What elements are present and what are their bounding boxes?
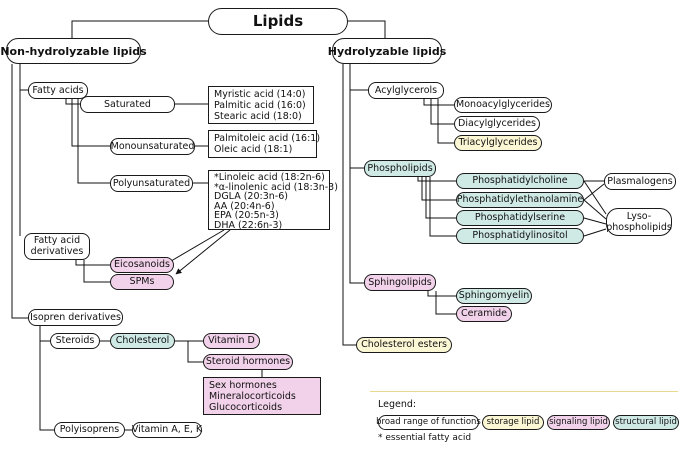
saturated-node: Saturated	[80, 96, 175, 113]
triacylglycerides-node: Triacylglycerides	[454, 135, 542, 151]
phosphatidylcholine-node: Phosphatidylcholine	[456, 173, 584, 189]
cholesterol-node: Cholesterol	[110, 333, 175, 349]
phosphatidylethanolamine-node: Phosphatidylethanolamine	[456, 192, 584, 208]
legend-footnote: * essential fatty acid	[378, 433, 472, 443]
polyunsaturated-item: EPA (20:5n-3)	[214, 210, 279, 221]
phosphatidylinositol-node: Phosphatidylinositol	[456, 228, 584, 244]
diacylglycerides-node: Diacylglycerides	[454, 116, 540, 132]
monounsaturated-fatty-acid-list: Palmitoleic acid (16:1) Oleic acid (18:1…	[208, 130, 321, 158]
lysophospholipids-label: phospholipids	[606, 221, 672, 233]
monounsaturated-item: Palmitoleic acid (16:1)	[214, 133, 321, 144]
steroid-hormone-item: Glucocorticoids	[209, 402, 283, 414]
hydrolyzable-lipids-node: Hydrolyzable lipids	[328, 38, 446, 64]
legend-title: Legend:	[378, 399, 417, 410]
fatty-acids-node: Fatty acids	[28, 82, 88, 99]
monounsaturated-node: Monounsaturated	[110, 138, 195, 155]
cholesterol-esters-node: Cholesterol esters	[356, 337, 452, 353]
phosphatidylserine-node: Phosphatidylserine	[456, 210, 584, 226]
fatty-acid-derivatives-label: derivatives	[30, 246, 84, 257]
polyunsaturated-item: *Linoleic acid (18:2n-6)	[214, 172, 325, 183]
polyunsaturated-item: DGLA (20:3n-6)	[214, 191, 288, 202]
ceramide-node: Ceramide	[456, 306, 512, 322]
steroid-hormones-node: Steroid hormones	[203, 354, 293, 370]
sphingomyelin-node: Sphingomyelin	[456, 288, 532, 304]
legend-storage-lipid: storage lipid	[482, 415, 544, 430]
fatty-acid-derivatives-node: Fatty acid derivatives	[24, 233, 90, 260]
fatty-acid-derivatives-label: Fatty acid	[33, 235, 81, 247]
root-node-lipids: Lipids	[208, 8, 348, 35]
lysophospholipids-node: Lyso- phospholipids	[606, 208, 672, 236]
steroid-hormone-item: Mineralocorticoids	[209, 391, 296, 403]
legend-structural-lipid: structural lipid	[613, 415, 679, 430]
saturated-fatty-acid-list: Myristic acid (14:0) Palmitic acid (16:0…	[208, 86, 314, 124]
saturated-item: Stearic acid (18:0)	[214, 111, 302, 122]
steroid-hormone-list: Sex hormones Mineralocorticoids Glucocor…	[203, 377, 321, 415]
plasmalogens-node: Plasmalogens	[604, 173, 676, 190]
polyunsaturated-fatty-acid-list: *Linoleic acid (18:2n-6) *α-linolenic ac…	[208, 170, 338, 231]
monoacylglycerides-node: Monoacylglycerides	[454, 97, 552, 113]
saturated-item: Myristic acid (14:0)	[214, 89, 306, 100]
polyunsaturated-item: *α-linolenic acid (18:3n-3)	[214, 181, 338, 193]
sphingolipids-node: Sphingolipids	[364, 274, 436, 291]
vitamins-aek-node: Vitamin A, E, K	[132, 422, 202, 438]
saturated-item: Palmitic acid (16:0)	[214, 100, 306, 111]
non-hydrolyzable-lipids-node: Non-hydrolyzable lipids	[0, 38, 147, 64]
monounsaturated-item: Oleic acid (18:1)	[214, 144, 293, 155]
eicosanoids-node: Eicosanoids	[110, 257, 174, 273]
vitamin-d-node: Vitamin D	[203, 333, 260, 349]
lysophospholipids-label: Lyso-	[626, 210, 652, 222]
polyunsaturated-item: AA (20:4n-6)	[214, 200, 275, 212]
isopren-derivatives-node: Isopren derivatives	[28, 309, 123, 326]
legend-broad-range: broad range of functions	[376, 415, 481, 430]
polyunsaturated-item: DHA (22:6n-3)	[214, 219, 283, 231]
spms-node: SPMs	[110, 274, 174, 290]
acylglycerols-node: Acylglycerols	[368, 82, 444, 99]
legend-signaling-lipid: signaling lipid	[547, 415, 610, 430]
steroid-hormone-item: Sex hormones	[209, 380, 277, 391]
phospholipids-node: Phospholipids	[364, 160, 436, 177]
polyisoprens-node: Polyisoprens	[54, 422, 125, 438]
polyunsaturated-node: Polyunsaturated	[110, 175, 193, 192]
steroids-node: Steroids	[50, 333, 100, 349]
legend-divider	[370, 391, 678, 392]
